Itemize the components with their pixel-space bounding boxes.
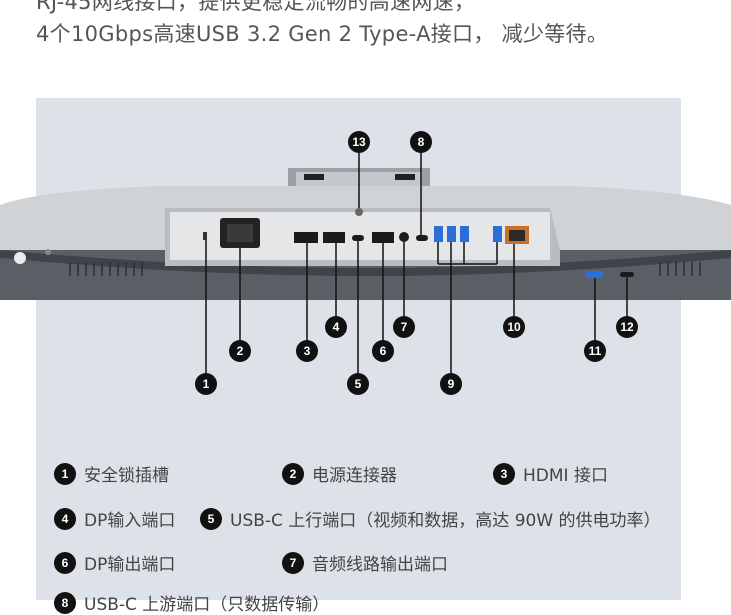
usbc-video-port <box>352 235 364 241</box>
dp-out-port <box>372 232 394 243</box>
intro-line-2: 4个10Gbps高速USB 3.2 Gen 2 Type-A接口， 减少等待。 <box>36 22 609 46</box>
legend-number: 7 <box>282 551 304 574</box>
legend-item-6: 6 DP输出端口 <box>54 550 175 575</box>
intro-line-1: RJ-45网线接口，提供更稳定流畅的高速网速， <box>36 0 476 14</box>
callout-7: 7 <box>393 316 415 338</box>
legend-text: 电源连接器 <box>312 466 397 486</box>
callout-8: 8 <box>410 131 432 153</box>
legend-item-1: 1 安全锁插槽 <box>54 461 169 486</box>
legend-item-7: 7 音频线路输出端口 <box>282 550 448 575</box>
legend-text: HDMI 接口 <box>523 466 608 486</box>
monitor-rear-illustration <box>0 151 731 375</box>
legend-text: 安全锁插槽 <box>84 466 169 486</box>
legend-item-2: 2 电源连接器 <box>282 461 397 486</box>
legend-number: 5 <box>200 507 222 530</box>
legend-number: 3 <box>493 462 515 485</box>
security-slot <box>203 232 207 240</box>
callout-11: 11 <box>584 340 606 362</box>
legend-number: 2 <box>282 462 304 485</box>
legend-item-8: 8 USB-C 上游端口（只数据传输） <box>54 590 329 615</box>
callout-6: 6 <box>372 340 394 362</box>
callout-4: 4 <box>325 316 347 338</box>
side-usb-c-port <box>620 272 634 277</box>
callout-9: 9 <box>440 373 462 395</box>
legend-number: 1 <box>54 462 76 485</box>
legend-text: USB-C 上行端口（视频和数据，高达 90W 的供电功率） <box>230 511 661 531</box>
legend-number: 8 <box>54 591 76 614</box>
legend-text: USB-C 上游端口（只数据传输） <box>84 595 330 615</box>
legend-number: 6 <box>54 551 76 574</box>
callout-2: 2 <box>229 340 251 362</box>
callout-3: 3 <box>296 340 318 362</box>
legend-item-4: 4 DP输入端口 <box>54 506 175 531</box>
legend-item-5: 5 USB-C 上行端口（视频和数据，高达 90W 的供电功率） <box>200 506 661 531</box>
legend-number: 4 <box>54 507 76 530</box>
callout-10: 10 <box>503 316 525 338</box>
usb-a-ports <box>434 226 502 242</box>
legend-text: 音频线路输出端口 <box>312 555 448 575</box>
side-usb-a-port <box>585 271 603 278</box>
dp-in-port <box>323 232 345 243</box>
vesa-screw <box>355 208 363 216</box>
callout-1: 1 <box>195 373 217 395</box>
legend-item-3: 3 HDMI 接口 <box>493 461 608 486</box>
callout-13: 13 <box>348 131 370 153</box>
usbc-data-port <box>416 235 428 241</box>
callout-12: 12 <box>616 316 638 338</box>
legend-text: DP输入端口 <box>84 511 176 531</box>
callout-5: 5 <box>347 373 369 395</box>
audio-out-port <box>399 232 409 242</box>
legend-text: DP输出端口 <box>84 555 176 575</box>
hdmi-port <box>294 232 318 243</box>
